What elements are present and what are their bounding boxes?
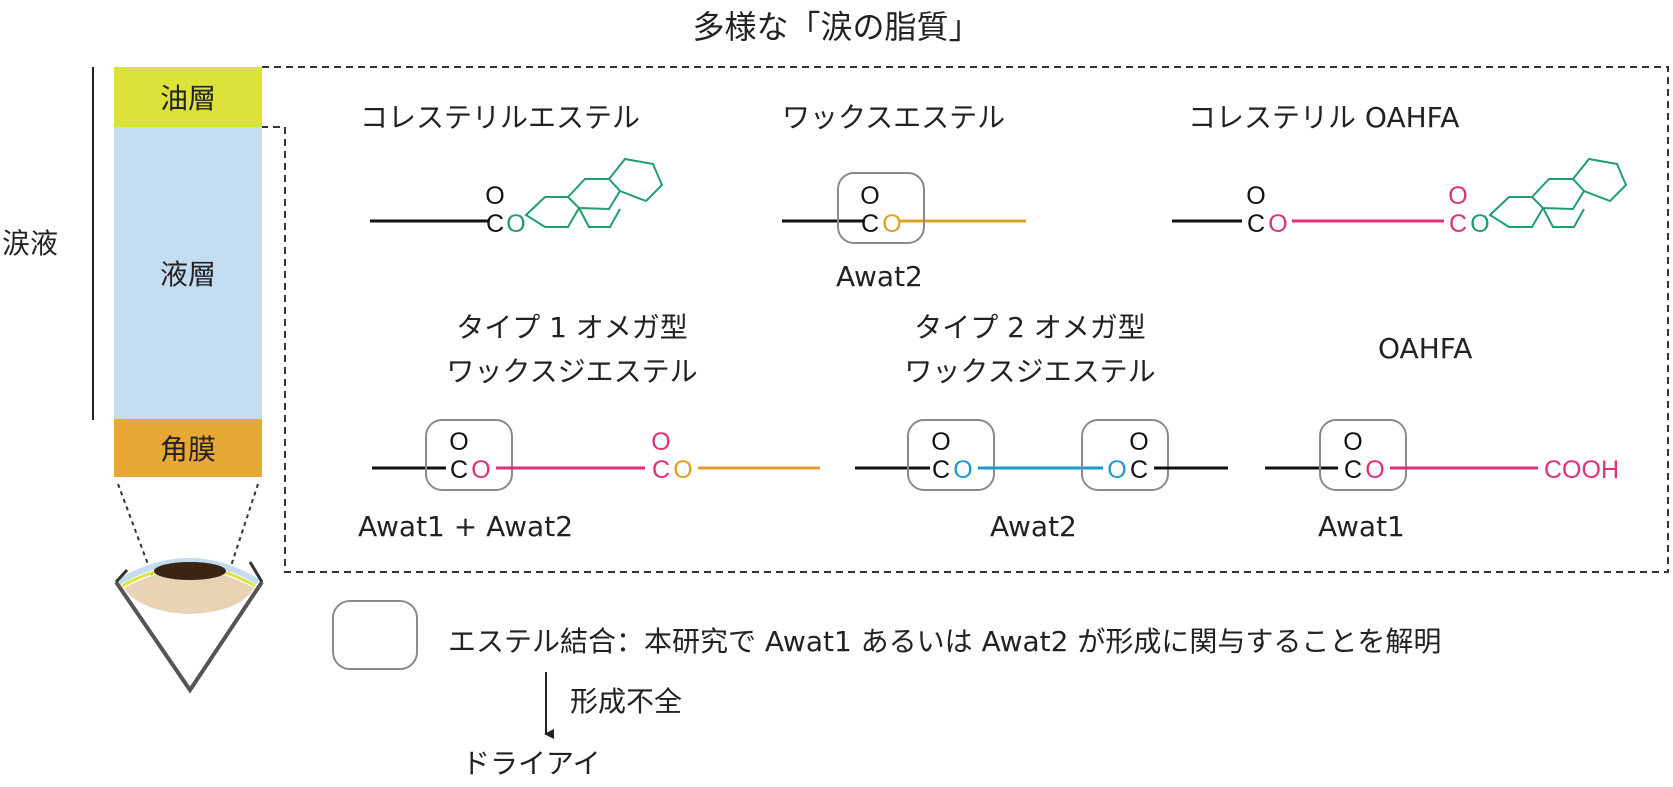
- type2-o-top1: O: [931, 428, 950, 456]
- cholesteryl-ester-c: C: [486, 210, 504, 238]
- type2-c1: C: [932, 456, 950, 484]
- type1-name-line1: タイプ 1 オメガ型: [456, 311, 688, 344]
- cholesteryl-oahfa-o-top: O: [1246, 182, 1265, 210]
- cholesteryl-ester-o-top: O: [485, 182, 504, 210]
- wax-ester-o-top: O: [860, 182, 879, 210]
- wax-ester-bond-box: [837, 172, 925, 244]
- type1-bond-box: [425, 419, 513, 491]
- oahfa-o: O: [1365, 456, 1384, 484]
- wax-ester-c: C: [861, 210, 879, 238]
- type2-name-line2: ワックスジエステル: [904, 355, 1156, 388]
- type1-c2: C: [652, 456, 670, 484]
- wax-ester-structure: O C O: [782, 172, 1026, 244]
- diagram-title: 多様な「涙の脂質」: [692, 8, 981, 46]
- type2-bond-box-2: [1081, 419, 1169, 491]
- type1-o2: O: [673, 456, 692, 484]
- type1-c1: C: [450, 456, 468, 484]
- type1-o-top2: O: [651, 428, 670, 456]
- dashed-callout-border: [262, 66, 1669, 573]
- oahfa-c: C: [1344, 456, 1362, 484]
- cholesteryl-ester-structure: O C O: [370, 157, 664, 238]
- type1-o-top: O: [449, 428, 468, 456]
- cholesteryl-oahfa-o-top2: O: [1448, 182, 1467, 210]
- cholesteryl-oahfa-o1: O: [1268, 210, 1287, 238]
- type2-o-top2: O: [1129, 428, 1148, 456]
- result-dry-eye: ドライアイ: [462, 747, 601, 780]
- aqueous-layer: 液層: [114, 127, 262, 419]
- wax-ester-enzyme: Awat2: [836, 260, 923, 293]
- type2-structure: O C O O O C: [855, 419, 1228, 491]
- cholesteryl-ester-o: O: [506, 210, 525, 238]
- ester-bond-legend-box: [332, 600, 418, 670]
- type2-enzyme: Awat2: [990, 510, 1077, 543]
- type1-enzyme: Awat1 + Awat2: [358, 510, 574, 543]
- oahfa-o-top: O: [1343, 428, 1362, 456]
- oahfa-enzyme: Awat1: [1318, 510, 1405, 543]
- type2-name: タイプ 2 オメガ型 ワックスジエステル: [870, 306, 1190, 394]
- oil-layer-label: 油層: [159, 82, 216, 115]
- oahfa-bond-box: [1319, 419, 1407, 491]
- oahfa-name: OAHFA: [1378, 332, 1473, 365]
- type2-bond-box-1: [907, 419, 995, 491]
- aqueous-layer-label: 液層: [159, 258, 216, 291]
- cholesteryl-ester-name: コレステリルエステル: [360, 101, 641, 134]
- type1-name: タイプ 1 オメガ型 ワックスジエステル: [412, 306, 732, 394]
- tear-label: 涙液: [2, 227, 59, 260]
- type1-name-line2: ワックスジエステル: [446, 355, 698, 388]
- cholesteryl-oahfa-name: コレステリル OAHFA: [1188, 101, 1460, 134]
- type2-c2: C: [1130, 456, 1148, 484]
- cholesteryl-oahfa-c1: C: [1247, 210, 1265, 238]
- cholesteryl-oahfa-structure: O C O O C O: [1172, 157, 1628, 238]
- oahfa-cooh: COOH: [1544, 456, 1619, 484]
- cornea-layer-label: 角膜: [159, 433, 216, 466]
- type2-name-line1: タイプ 2 オメガ型: [914, 311, 1146, 344]
- cornea-layer: 角膜: [114, 419, 262, 477]
- arrow-label: 形成不全: [570, 685, 683, 718]
- tear-bracket-line: [92, 67, 94, 420]
- wax-ester-name: ワックスエステル: [782, 101, 1006, 134]
- cholesteryl-oahfa-c2: C: [1449, 210, 1467, 238]
- oahfa-structure: O C O COOH: [1265, 419, 1619, 491]
- type1-structure: O C O O C O: [372, 419, 820, 491]
- cholesteryl-oahfa-o2: O: [1470, 210, 1489, 238]
- type1-o1: O: [471, 456, 490, 484]
- type2-o2: O: [1107, 456, 1126, 484]
- legend-text: エステル結合：本研究で Awat1 あるいは Awat2 が形成に関与することを…: [448, 625, 1442, 658]
- wax-ester-o: O: [882, 210, 901, 238]
- oil-layer: 油層: [114, 67, 262, 127]
- type2-o1: O: [953, 456, 972, 484]
- eye-icon: [114, 483, 264, 694]
